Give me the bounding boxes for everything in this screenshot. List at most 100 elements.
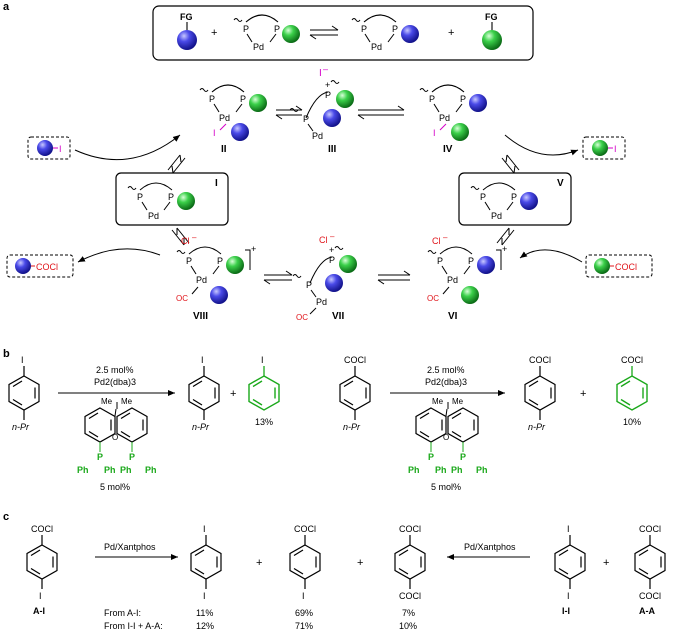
yield-value: 12%: [196, 621, 214, 631]
intermediate-VI: Cl – P P + Pd OC VI: [427, 233, 507, 322]
yield-value: 7%: [402, 608, 415, 618]
label-V: V: [557, 178, 564, 189]
iodo-label: I: [21, 355, 24, 365]
cocl-label: COCl: [639, 524, 661, 534]
pd-atom: Pd: [219, 113, 230, 123]
blue-aryl-ball: [323, 109, 341, 127]
p-atom: P: [392, 24, 398, 34]
npr-label: n-Pr: [12, 422, 30, 432]
green-aryl-ball: [336, 90, 354, 108]
green-aryl-ball: [339, 255, 357, 273]
sm-iodo-propylbenzene: I n-Pr: [8, 355, 40, 432]
pd-atom: Pd: [148, 211, 159, 221]
panel-label-a: a: [3, 1, 10, 13]
label-II: II: [221, 144, 227, 155]
condition-pd-loading: 2.5 mol%: [427, 365, 465, 375]
green-aryl-ball: [226, 256, 244, 274]
cocl-group: COCl: [36, 262, 58, 272]
pd-atom: Pd: [196, 275, 207, 285]
phenyl-label: Ph: [408, 465, 420, 475]
label-VIII: VIII: [193, 311, 208, 322]
phenyl-label: Ph: [104, 465, 116, 475]
product-diiodobenzene: I I: [190, 524, 222, 601]
iodide-group: I: [614, 144, 617, 154]
intermediate-III: I – + P P Pd III: [289, 64, 354, 155]
carbonyl-ligand: OC: [296, 313, 308, 322]
minus-charge: –: [323, 64, 328, 74]
plus-charge: +: [251, 244, 256, 254]
p-atom: P: [361, 24, 367, 34]
pd-atom: Pd: [439, 113, 450, 123]
iodo-label: I: [203, 591, 206, 601]
acid-chloride-green: COCl: [585, 254, 653, 278]
iodo-label: I: [203, 524, 206, 534]
blue-aryl-ball: [15, 258, 31, 274]
phenyl-label: Ph: [77, 465, 89, 475]
condition-pd-loading: 2.5 mol%: [96, 365, 134, 375]
pd-atom: Pd: [312, 131, 323, 141]
intermediate-V-box: P P Pd V: [458, 172, 572, 226]
p-atom: P: [429, 94, 435, 104]
xantphos-ligand: Me Me O P P Ph Ph Ph Ph 5 mol%: [77, 397, 157, 492]
condition-ligand-loading: 5 mol%: [431, 482, 461, 492]
pd-atom: Pd: [253, 42, 264, 52]
label-A-I: A-I: [33, 606, 45, 616]
reagent-pd-xantphos: Pd/Xantphos: [104, 542, 156, 552]
label-III: III: [328, 144, 337, 155]
p-atom: P: [460, 94, 466, 104]
sm-propylbenzoyl-chloride: COCl n-Pr: [339, 355, 371, 432]
sm-I-I: I I I-I: [554, 524, 586, 616]
plus-charge: +: [329, 245, 334, 255]
npr-label: n-Pr: [528, 422, 546, 432]
reagent-pd-xantphos: Pd/Xantphos: [464, 542, 516, 552]
yield-value: 11%: [196, 608, 213, 618]
iodide-anion: I: [319, 68, 322, 79]
green-aryl-ball: [282, 25, 300, 43]
phenyl-label: Ph: [120, 465, 132, 475]
p-atom: P: [480, 192, 486, 202]
plus-sign: +: [357, 557, 363, 569]
green-aryl-ball: [461, 286, 479, 304]
cocl-label: COCl: [31, 524, 53, 534]
phenyl-label: Ph: [435, 465, 447, 475]
p-atom: P: [303, 114, 309, 124]
p-atom: P: [437, 256, 443, 266]
carbonyl-ligand: OC: [176, 294, 188, 303]
iodo-label: I: [39, 591, 42, 601]
cocl-label: COCl: [639, 591, 661, 601]
condition-pd-catalyst: Pd2(dba)3: [425, 377, 467, 387]
iodo-label: I: [261, 355, 264, 365]
phenyl-label: Ph: [145, 465, 157, 475]
npr-label: n-Pr: [192, 422, 210, 432]
oxygen-label: O: [112, 433, 118, 442]
carbonyl-ligand: OC: [427, 294, 439, 303]
p-atom: P: [209, 94, 215, 104]
methyl-label: Me: [121, 397, 133, 406]
blue-aryl-ball: [520, 192, 538, 210]
minus-charge: –: [443, 233, 448, 242]
p-atom: P: [306, 280, 312, 290]
yield-benzoyl-chloride: 10%: [623, 417, 641, 427]
product-iodobenzene: I 13%: [248, 355, 280, 427]
methyl-label: Me: [101, 397, 113, 406]
plus-charge: +: [502, 244, 507, 254]
label-VI: VI: [448, 311, 458, 322]
p-atom: P: [168, 192, 174, 202]
plus-sign: +: [230, 388, 236, 400]
product-iodo-propylbenzene: I n-Pr: [188, 355, 220, 432]
condition-pd-catalyst: Pd2(dba)3: [94, 377, 136, 387]
label-IV: IV: [443, 144, 453, 155]
phenyl-label: Ph: [476, 465, 488, 475]
product-terephthaloyl-chloride: COCl COCl: [394, 524, 426, 601]
plus-sign: +: [211, 27, 217, 39]
aryl-iodide-blue: I: [27, 136, 71, 160]
cocl-label: COCl: [399, 524, 421, 534]
label-I-I: I-I: [562, 606, 570, 616]
iodo-label: I: [302, 591, 305, 601]
pd-atom: Pd: [316, 297, 327, 307]
yield-row-label: From I-I + A-A:: [104, 621, 163, 631]
cocl-label: COCl: [344, 355, 366, 365]
yield-row-label: From A-I:: [104, 608, 141, 618]
yield-iodobenzene: 13%: [255, 417, 273, 427]
